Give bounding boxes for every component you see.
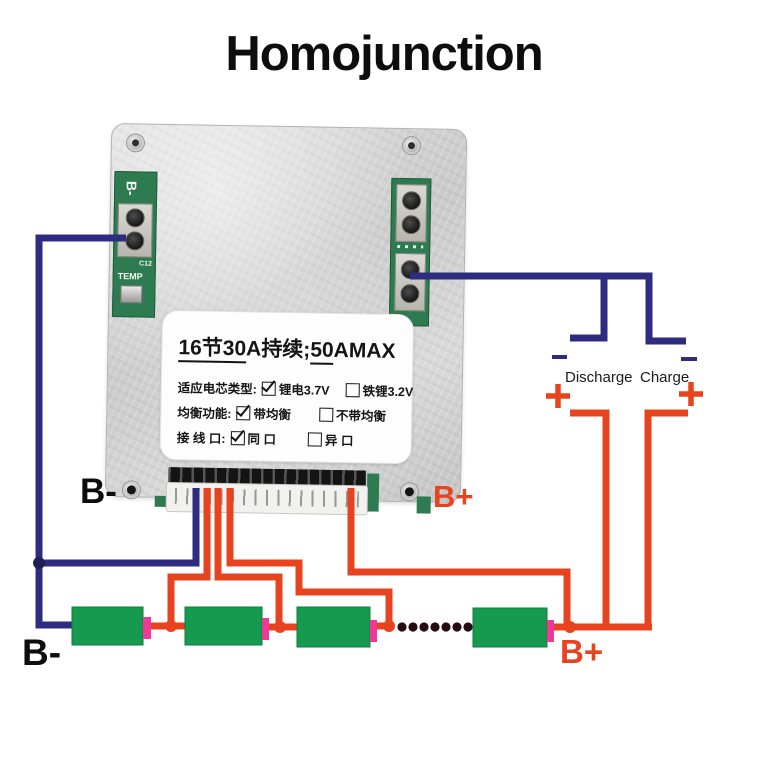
plus-marks <box>546 382 703 408</box>
positive-wire-paths <box>150 409 688 631</box>
wire-balance-1 <box>167 488 211 626</box>
charge-plus-icon <box>679 382 703 406</box>
ellipsis-dot-icon <box>419 622 429 632</box>
pack-b-minus-label: B- <box>22 632 62 673</box>
discharge-plus-icon <box>546 384 570 408</box>
pack-b-plus-label: B+ <box>560 633 604 670</box>
ellipsis-dot-icon <box>430 622 440 632</box>
cell-terminal <box>143 617 151 639</box>
junction-dot <box>274 621 286 633</box>
wire-charge-plus <box>644 409 688 627</box>
board-b-plus-label: B+ <box>433 479 474 514</box>
battery-cell <box>71 606 144 646</box>
battery-cell <box>472 607 548 648</box>
battery-chain <box>71 606 554 648</box>
wire-bminus-left <box>35 234 126 629</box>
junction-dot <box>383 620 395 632</box>
ellipsis-dots <box>397 622 473 632</box>
ellipsis-dot-icon <box>463 622 473 632</box>
wire-bplus-sense <box>347 488 571 624</box>
cell-terminal <box>370 620 377 642</box>
charge-label: Charge <box>640 369 690 386</box>
wire-balance-blue <box>42 488 200 567</box>
board-b-minus-label: B- <box>80 472 117 511</box>
wire-discharge-plus <box>570 409 610 627</box>
discharge-label: Discharge <box>565 369 633 386</box>
negative-wire-paths <box>35 234 686 629</box>
cell-terminal <box>547 620 554 642</box>
wire-balance-2 <box>214 488 283 627</box>
junction-dot <box>165 620 177 632</box>
battery-cell <box>296 606 371 648</box>
wire-charge-minus <box>410 272 686 345</box>
junction-dot <box>564 621 576 633</box>
ellipsis-dot-icon <box>452 622 462 632</box>
page-title: Homojunction <box>225 27 543 81</box>
battery-cell <box>184 606 263 646</box>
wire-balance-3 <box>226 488 393 626</box>
minus-marks <box>552 355 697 361</box>
junction-dots <box>165 620 576 633</box>
wire-discharge-minus <box>570 276 608 342</box>
ellipsis-dot-icon <box>408 622 418 632</box>
ellipsis-dot-icon <box>441 622 451 632</box>
ellipsis-dot-icon <box>397 622 407 632</box>
cell-terminal <box>262 618 269 640</box>
junction-dot <box>33 557 45 569</box>
